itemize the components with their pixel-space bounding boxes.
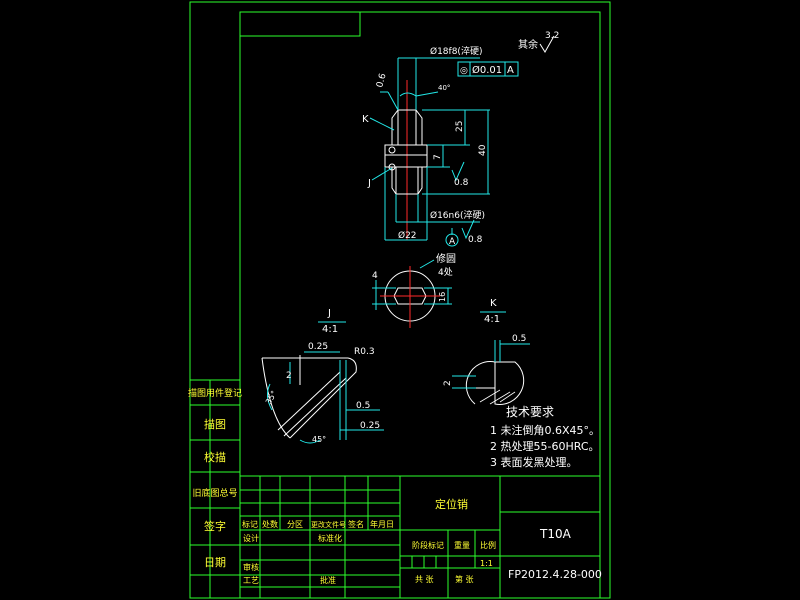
dim-len7: 7 [433, 154, 443, 160]
section-dim16: 16 [438, 292, 447, 302]
tol-value: Ø0.01 [472, 64, 502, 76]
tb-ratio-value: 1:1 [480, 559, 493, 568]
detail-j-dim2: 2 [286, 371, 292, 381]
tb-row-check: 审核 [243, 562, 259, 572]
detail-j-dim025-top: 0.25 [308, 342, 328, 352]
side-label: 日期 [204, 556, 226, 569]
detail-j-r03: R0.3 [354, 347, 375, 357]
detail-j-dim025-bottom: 0.25 [360, 421, 380, 431]
tb-header: 分区 [287, 520, 303, 529]
dim-len25: 25 [455, 121, 465, 132]
tb-row-approve: 批准 [320, 575, 336, 585]
tb-stage-mark: 阶段标记 [412, 540, 444, 550]
detail-k: K 4:1 0.5 2 [443, 298, 530, 405]
side-label: 描图 [204, 417, 226, 431]
part-shank [391, 167, 423, 195]
section-view: 修圆 4处 4 16 [372, 252, 456, 328]
tb-row-design: 设计 [243, 533, 259, 543]
section-label-repair: 修圆 [436, 252, 456, 265]
dim-angle: 40° [438, 84, 450, 92]
tb-row-process: 工艺 [243, 576, 259, 585]
side-label: 校描 [204, 450, 226, 464]
tb-ratio: 比例 [480, 540, 496, 550]
tech-req-title: 技术要求 [506, 405, 554, 419]
dim-dia16: Ø16n6(淬硬) [430, 209, 485, 221]
detail-j: J 4:1 0.25 R0.3 2 35° 0.5 0.25 45° [261, 308, 384, 444]
roughness-rest: 其余 [518, 38, 538, 51]
tech-req-item: 1 未注倒角0.6X45°。 [490, 423, 600, 437]
detail-j-dim05: 0.5 [356, 401, 370, 411]
side-label: 旧底图总号 [192, 487, 237, 499]
tech-req-item: 3 表面发黑处理。 [490, 455, 578, 469]
side-label: 描图用件登记 [188, 387, 242, 399]
tol-symbol: ◎ [460, 66, 468, 76]
tb-header: 签名 [348, 519, 364, 529]
side-label: 签字 [204, 519, 226, 533]
detail-j-title: J [327, 308, 331, 319]
tb-header: 标记 [242, 519, 258, 529]
tb-drawing-no: FP2012.4.28-000 [508, 568, 602, 581]
dim-chamfer: 0.6 [375, 72, 388, 89]
label-k: K [362, 114, 369, 125]
rough-08-b: 0.8 [468, 235, 483, 245]
dim-dia22: Ø22 [398, 230, 417, 241]
tech-requirements: 技术要求 1 未注倒角0.6X45°。 2 热处理55-60HRC。 3 表面发… [490, 405, 600, 469]
tb-header: 年月日 [370, 519, 394, 529]
part-collar [384, 144, 428, 168]
tol-ref: A [507, 65, 514, 76]
main-part-view: Ø18f8(淬硬) ◎ Ø0.01 A 其余 3.2 0.6 40° 25 40… [362, 31, 559, 247]
title-block [239, 475, 601, 599]
detail-j-angle35: 35° [264, 389, 279, 406]
section-label-count: 4处 [438, 266, 453, 278]
dim-dia18: Ø18f8(淬硬) [430, 45, 482, 57]
detail-k-dim2: 2 [443, 380, 453, 386]
section-dim4: 4 [372, 271, 378, 281]
tb-row-standard: 标准化 [318, 533, 342, 543]
rough-08-a: 0.8 [454, 178, 469, 188]
tb-material: T10A [539, 527, 572, 541]
side-labels: 描图用件登记 描图 校描 旧底图总号 签字 日期 [188, 387, 242, 569]
detail-j-scale: 4:1 [322, 324, 338, 335]
tb-weight: 重量 [454, 540, 470, 550]
tb-header: 处数 [262, 519, 278, 529]
tb-sheets-total: 共 张 [415, 575, 434, 584]
label-j: J [367, 178, 371, 189]
tb-part-name: 定位销 [435, 497, 468, 511]
detail-k-scale: 4:1 [484, 314, 500, 325]
roughness-rest-value: 3.2 [545, 31, 559, 41]
tb-sheet-no: 第 张 [455, 574, 474, 584]
detail-k-title: K [490, 298, 497, 309]
title-block-text: 标记 处数 分区 更改文件号 签名 年月日 设计 标准化 审核 工艺 批准 阶段… [242, 497, 496, 585]
tech-req-item: 2 热处理55-60HRC。 [490, 440, 600, 453]
tb-header: 更改文件号 [311, 520, 346, 529]
detail-k-dim05: 0.5 [512, 334, 526, 344]
dim-len40: 40 [478, 144, 488, 156]
detail-j-angle45: 45° [312, 435, 326, 444]
datum-a: A [449, 237, 456, 247]
